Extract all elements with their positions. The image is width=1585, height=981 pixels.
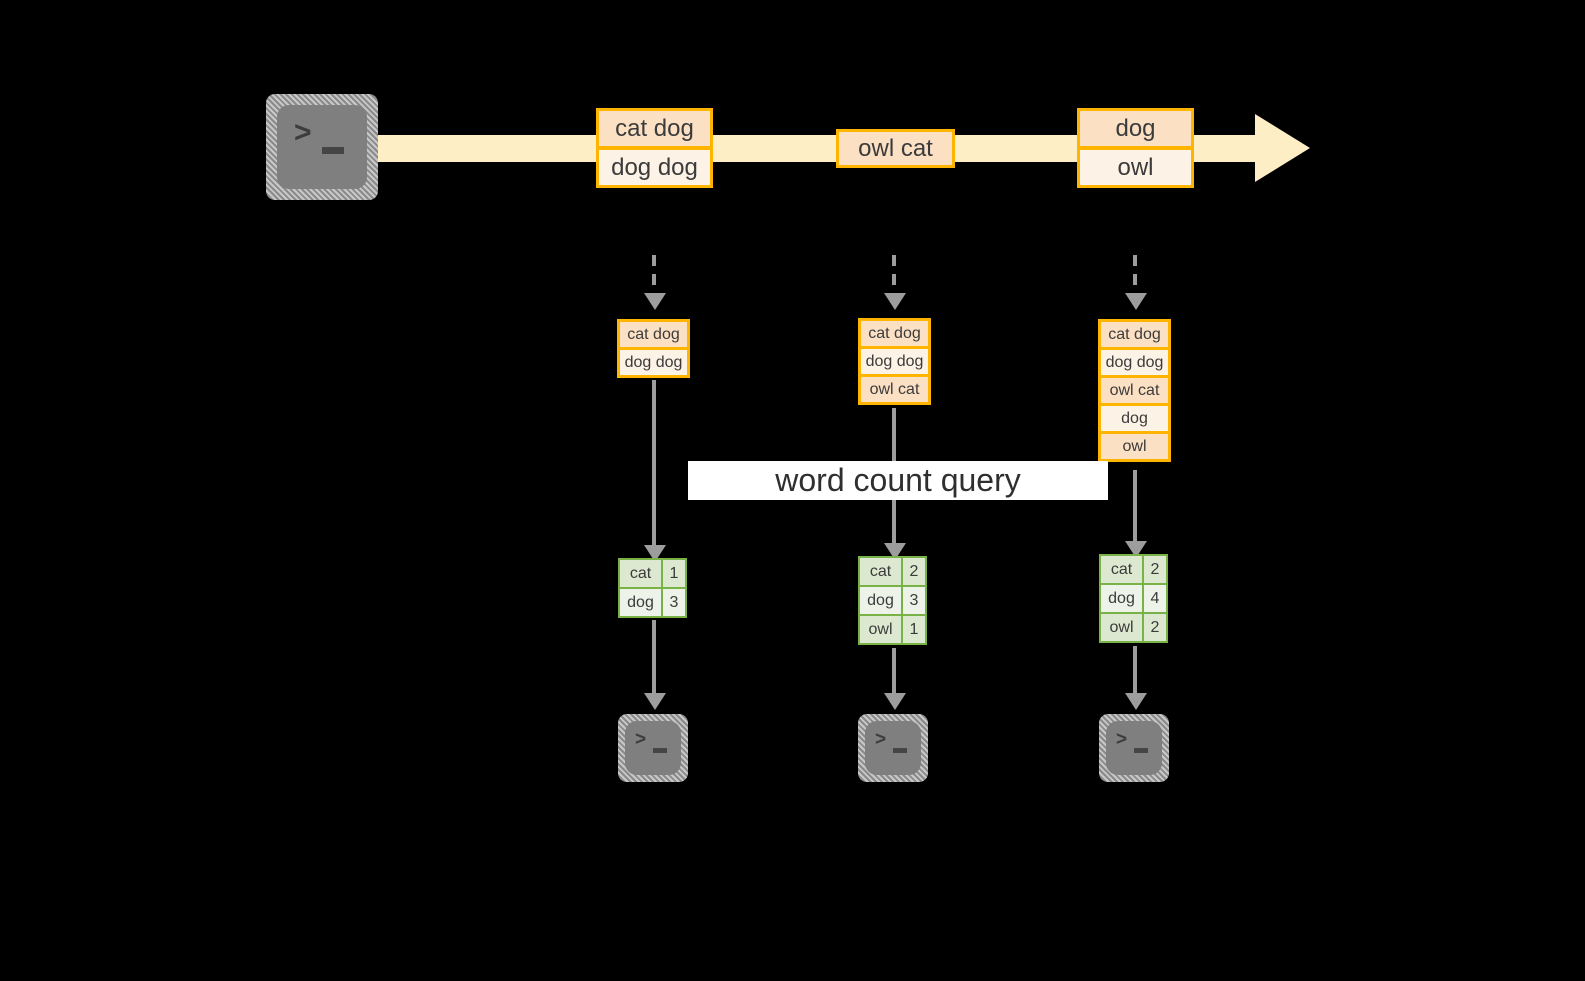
terminal-prompt-chevron: >	[635, 729, 647, 750]
terminal-cursor-dash	[653, 748, 667, 753]
stream-record[interactable]: owl	[1077, 147, 1194, 188]
table-row[interactable]: dog 4	[1099, 583, 1168, 614]
table-cell-word: cat	[858, 556, 903, 587]
snapshot-3-to-result-arrowhead	[1125, 541, 1147, 558]
query-banner-label: word count query	[775, 462, 1021, 498]
stream-to-snapshot-connector	[892, 255, 896, 295]
stream-to-snapshot-arrowhead	[1125, 293, 1147, 310]
consumer-terminal-icon[interactable]: >	[858, 714, 928, 782]
stream-to-snapshot-arrowhead	[884, 293, 906, 310]
stream-record[interactable]: cat dog	[596, 108, 713, 149]
snapshot-row[interactable]: owl cat	[1098, 375, 1171, 406]
table-row[interactable]: owl 2	[1099, 612, 1168, 643]
result-table-2: cat 2 dog 3 owl 1	[858, 556, 927, 645]
stream-arrow-head	[1255, 114, 1310, 182]
table-cell-count: 2	[1142, 554, 1168, 585]
result-1-to-consumer-arrowhead	[644, 693, 666, 710]
table-cell-count: 2	[901, 556, 927, 587]
snapshot-row[interactable]: dog dog	[617, 347, 690, 378]
table-row[interactable]: owl 1	[858, 614, 927, 645]
table-cell-word: cat	[618, 558, 663, 589]
terminal-prompt-chevron: >	[1116, 729, 1128, 750]
terminal-cursor-dash	[893, 748, 907, 753]
result-3-to-consumer-arrowhead	[1125, 693, 1147, 710]
stream-record[interactable]: owl cat	[836, 129, 955, 168]
snapshot-row[interactable]: owl	[1098, 431, 1171, 462]
table-cell-word: dog	[618, 587, 663, 618]
consumer-terminal-icon[interactable]: >	[1099, 714, 1169, 782]
snapshot-row[interactable]: owl cat	[858, 374, 931, 405]
stream-to-snapshot-connector	[1133, 255, 1137, 295]
result-3-to-consumer-connector	[1133, 646, 1137, 700]
result-2-to-consumer-connector	[892, 648, 896, 700]
stream-to-snapshot-arrowhead	[644, 293, 666, 310]
table-row[interactable]: cat 1	[618, 558, 687, 589]
snapshot-1-to-result-connector	[652, 380, 656, 555]
stream-record[interactable]: dog	[1077, 108, 1194, 149]
stream-to-snapshot-connector	[652, 255, 656, 295]
table-cell-word: cat	[1099, 554, 1144, 585]
table-row[interactable]: dog 3	[858, 585, 927, 616]
snapshot-row[interactable]: cat dog	[617, 319, 690, 350]
snapshot-row[interactable]: dog dog	[858, 346, 931, 377]
snapshot-row[interactable]: dog	[1098, 403, 1171, 434]
snapshot-row[interactable]: cat dog	[858, 318, 931, 349]
stream-record[interactable]: dog dog	[596, 147, 713, 188]
consumer-terminal-icon[interactable]: >	[618, 714, 688, 782]
snapshot-3-to-result-connector	[1133, 470, 1137, 552]
snapshot-1-stack: cat dog dog dog	[617, 319, 690, 378]
result-1-to-consumer-connector	[652, 620, 656, 700]
table-cell-word: dog	[1099, 583, 1144, 614]
table-row[interactable]: dog 3	[618, 587, 687, 618]
snapshot-1-to-result-arrowhead	[644, 545, 666, 562]
table-cell-count: 3	[661, 587, 687, 618]
snapshot-2-to-result-arrowhead	[884, 543, 906, 560]
table-row[interactable]: cat 2	[858, 556, 927, 587]
terminal-cursor-dash	[1134, 748, 1148, 753]
snapshot-2-stack: cat dog dog dog owl cat	[858, 318, 931, 405]
table-cell-word: dog	[858, 585, 903, 616]
table-cell-count: 1	[901, 614, 927, 645]
snapshot-row[interactable]: cat dog	[1098, 319, 1171, 350]
table-cell-count: 4	[1142, 583, 1168, 614]
snapshot-3-stack: cat dog dog dog owl cat dog owl	[1098, 319, 1171, 462]
table-cell-word: owl	[858, 614, 903, 645]
result-table-1: cat 1 dog 3	[618, 558, 687, 618]
table-cell-count: 2	[1142, 612, 1168, 643]
snapshot-row[interactable]: dog dog	[1098, 347, 1171, 378]
producer-terminal-icon[interactable]: >	[266, 94, 378, 200]
table-row[interactable]: cat 2	[1099, 554, 1168, 585]
query-banner-background	[688, 461, 1108, 500]
table-cell-word: owl	[1099, 612, 1144, 643]
terminal-prompt-chevron: >	[294, 116, 312, 149]
result-2-to-consumer-arrowhead	[884, 693, 906, 710]
table-cell-count: 1	[661, 558, 687, 589]
table-cell-count: 3	[901, 585, 927, 616]
result-table-3: cat 2 dog 4 owl 2	[1099, 554, 1168, 643]
terminal-prompt-chevron: >	[875, 729, 887, 750]
terminal-cursor-dash	[322, 147, 344, 154]
